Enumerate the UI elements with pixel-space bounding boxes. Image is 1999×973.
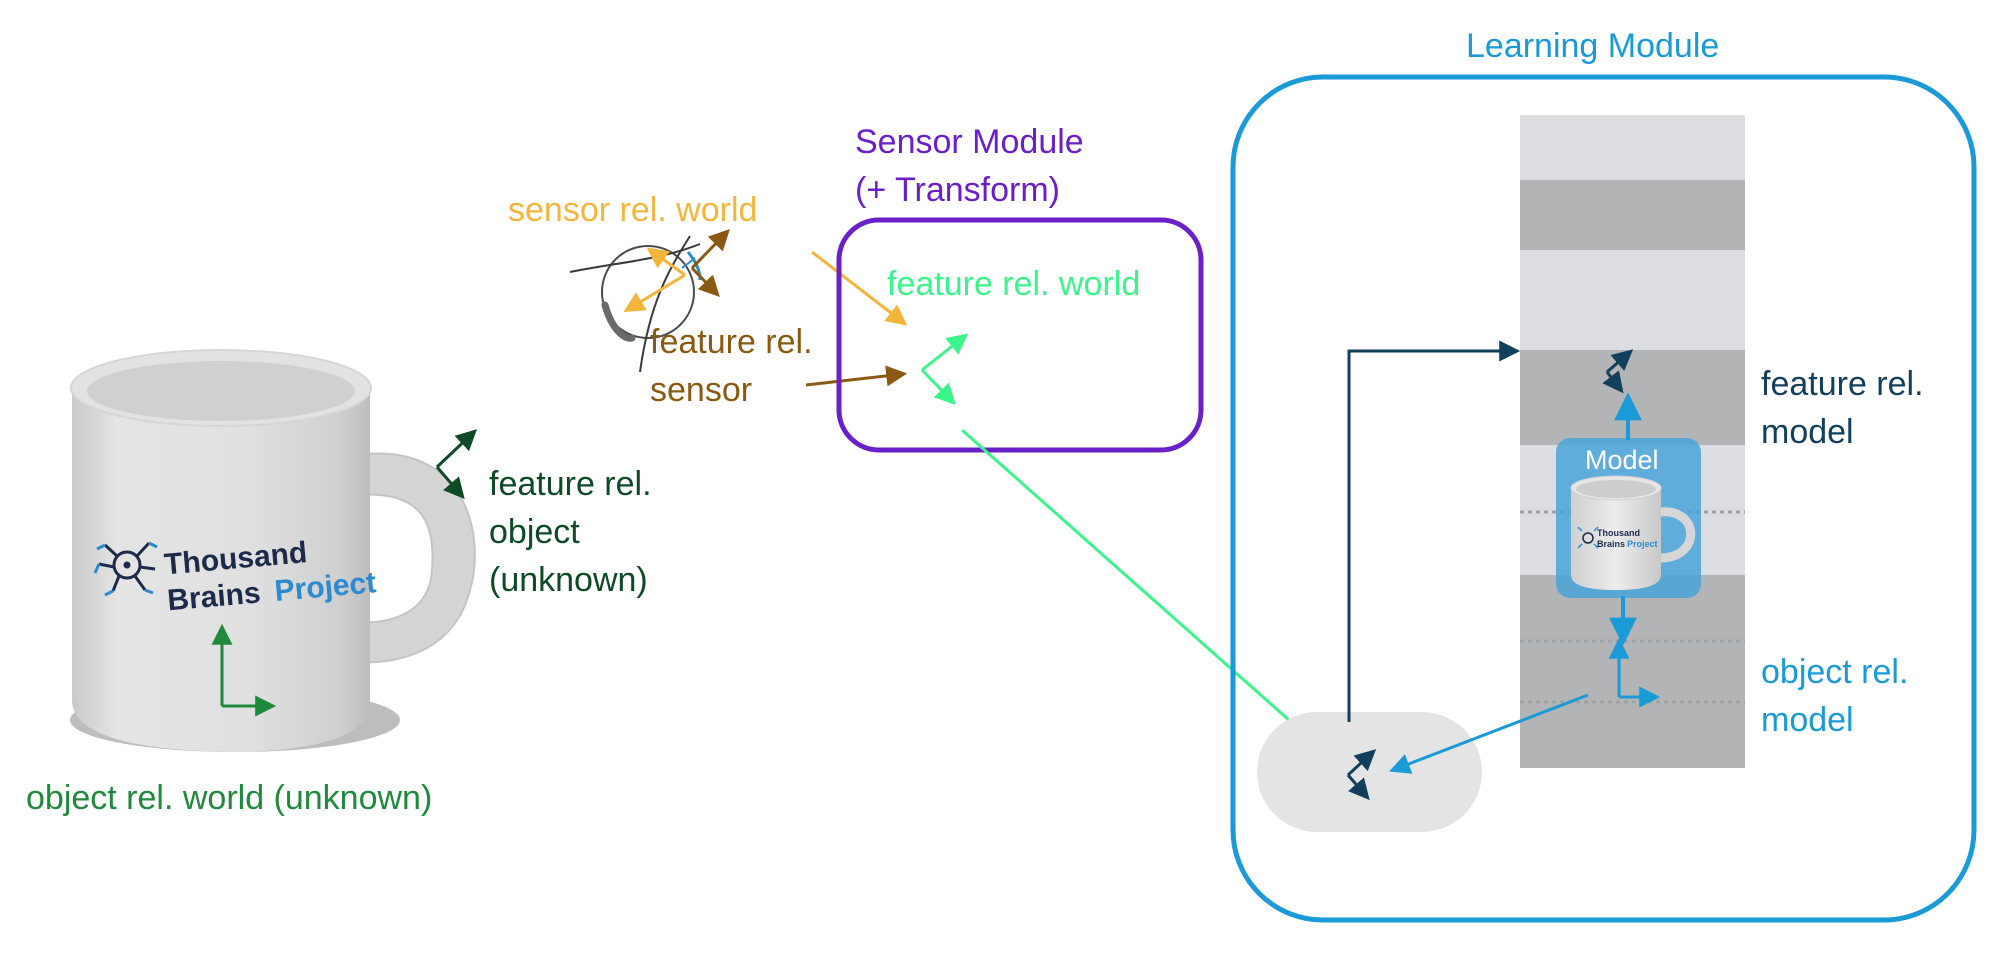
learning-module-title: Learning Module <box>1466 27 1720 65</box>
object-rel-model-label-line1: object rel. <box>1761 653 1909 691</box>
sensor-module-title-line2: (+ Transform) <box>855 171 1060 209</box>
svg-text:Brains Project: Brains Project <box>166 566 378 617</box>
object-rel-model-axes <box>1608 637 1661 708</box>
sensor-rel-world-axes <box>623 247 686 313</box>
feature-rel-model-axes <box>1602 349 1634 394</box>
sensor-rel-world-arrow <box>811 250 908 326</box>
feature-rel-model-label-line1: feature rel. <box>1761 365 1924 403</box>
svg-text:Thousand: Thousand <box>1597 528 1640 538</box>
input-feature-axes <box>1346 749 1377 801</box>
lm-input-pill <box>1257 712 1482 832</box>
object-rel-world-label: object rel. world (unknown) <box>26 779 433 817</box>
feature-rel-model-label-line2: model <box>1761 413 1854 451</box>
sensor-module-box <box>836 217 1204 453</box>
feature-rel-world-label: feature rel. world <box>887 265 1141 303</box>
neuron-logo-icon <box>93 541 158 597</box>
feature-rel-world-axes <box>920 333 969 406</box>
model-label: Model <box>1585 445 1659 475</box>
sensor-module-title-line1: Sensor Module <box>855 123 1084 161</box>
learning-module-box <box>1230 74 1977 923</box>
feature-rel-object-label-line1: feature rel. <box>489 465 652 503</box>
input-to-model-arrow <box>1347 340 1521 722</box>
feature-rel-sensor-label-line2: sensor <box>650 371 753 409</box>
feature-rel-object-label-line2: object <box>489 513 580 551</box>
coffee-mug <box>70 349 476 752</box>
logo-text-brains: Brains <box>166 576 262 617</box>
feature-rel-object-label-line3: (unknown) <box>489 561 648 599</box>
object-rel-world-axes <box>211 623 277 717</box>
feature-rel-sensor-label-line1: feature rel. <box>650 323 813 361</box>
object-rel-model-label-line2: model <box>1761 701 1854 739</box>
feature-rel-object-axes <box>435 429 478 500</box>
sensor-rel-world-label: sensor rel. world <box>508 191 758 229</box>
object-rel-model-arrow <box>1389 693 1589 774</box>
feature-rel-sensor-arrow <box>805 365 908 387</box>
feature-rel-sensor-axes <box>690 228 730 298</box>
feature-rel-world-arrow <box>961 428 1329 755</box>
